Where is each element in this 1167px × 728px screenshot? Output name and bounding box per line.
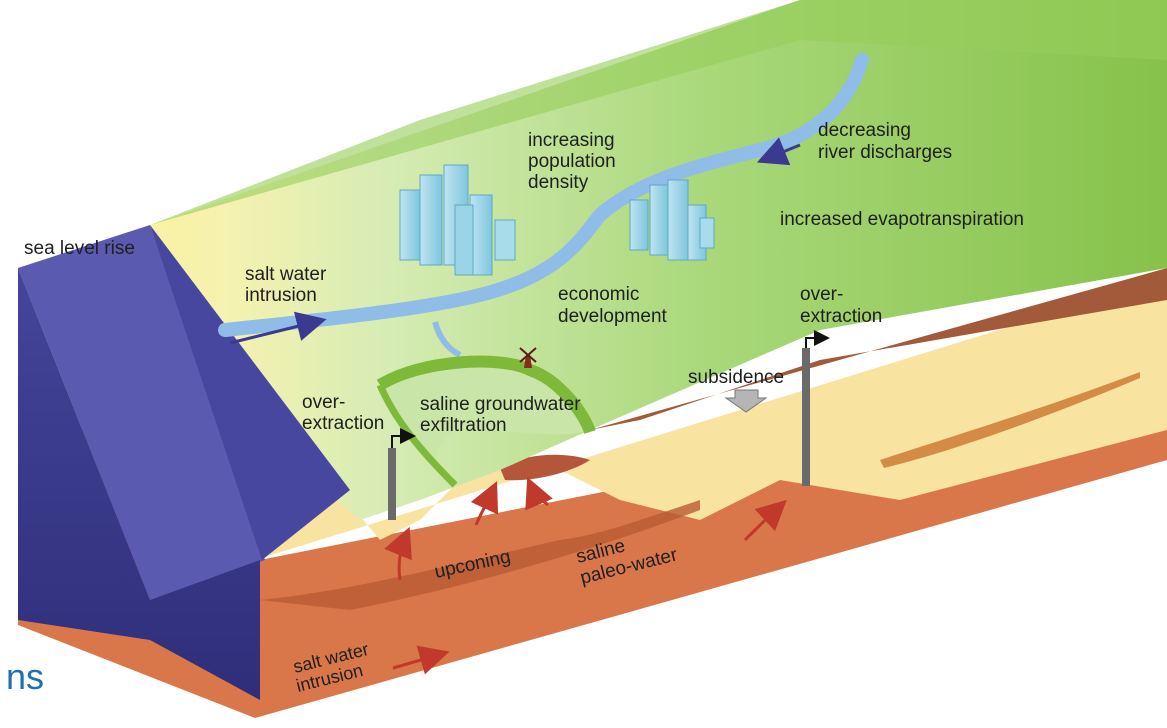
polder: [380, 361, 590, 485]
label-over-extraction-left-1: over-: [302, 392, 345, 413]
label-decreasing-1: decreasing: [818, 120, 911, 141]
label-increasing-3: density: [528, 172, 589, 193]
upconing-arrow-2-icon: [470, 481, 499, 526]
label-sea-level-rise: sea level rise: [24, 238, 135, 259]
label-increasing-1: increasing: [528, 130, 615, 151]
river-tributary: [432, 321, 462, 358]
label-saline-groundwater-2: exfiltration: [420, 415, 507, 436]
label-salt-water-intrusion-top-1: salt water: [245, 264, 327, 285]
label-over-extraction-right-1: over-: [800, 284, 843, 305]
upconing-mound: [500, 454, 590, 481]
upconing-arrow-1-icon: [384, 526, 412, 581]
label-evapotranspiration: increased evapotranspiration: [780, 209, 1024, 230]
paleo-arrow-icon: [743, 499, 787, 542]
sea-top: [18, 225, 265, 600]
saline-lens-2: [880, 372, 1140, 468]
label-economic-2: development: [558, 306, 668, 327]
well-right-icon: [802, 330, 830, 486]
salt-water-intrusion-arrow-icon: [229, 311, 327, 345]
windmill-icon: [519, 347, 537, 368]
label-saline-groundwater-1: saline groundwater: [420, 394, 581, 415]
bottom-intrusion-arrow-icon: [392, 645, 450, 675]
sea-front: [18, 268, 260, 700]
label-subsidence: subsidence: [688, 367, 784, 388]
brown-aquitard: [590, 268, 1167, 430]
well-left-icon: [388, 428, 416, 520]
land-back-top: [150, 0, 1167, 225]
city-cluster-left-icon: [399, 164, 516, 276]
upconing-arrow-3-icon: [525, 476, 553, 511]
sea-side: [150, 225, 350, 560]
city-cluster-right-icon: [629, 179, 715, 261]
label-economic-1: economic: [558, 284, 639, 305]
saline-lens-1: [260, 500, 700, 610]
label-over-extraction-right-2: extraction: [800, 306, 882, 327]
river: [218, 53, 869, 337]
label-decreasing-2: river discharges: [818, 142, 952, 163]
river-discharge-arrow-icon: [756, 137, 801, 166]
label-increasing-2: population: [528, 151, 616, 172]
label-salt-water-intrusion-top-2: intrusion: [245, 285, 317, 306]
label-over-extraction-left-2: extraction: [302, 413, 384, 434]
cropped-slide-text: ns: [6, 656, 45, 697]
land-surface: [18, 0, 1167, 520]
subsidence-arrow-icon: [724, 389, 768, 413]
dike: [376, 355, 596, 435]
